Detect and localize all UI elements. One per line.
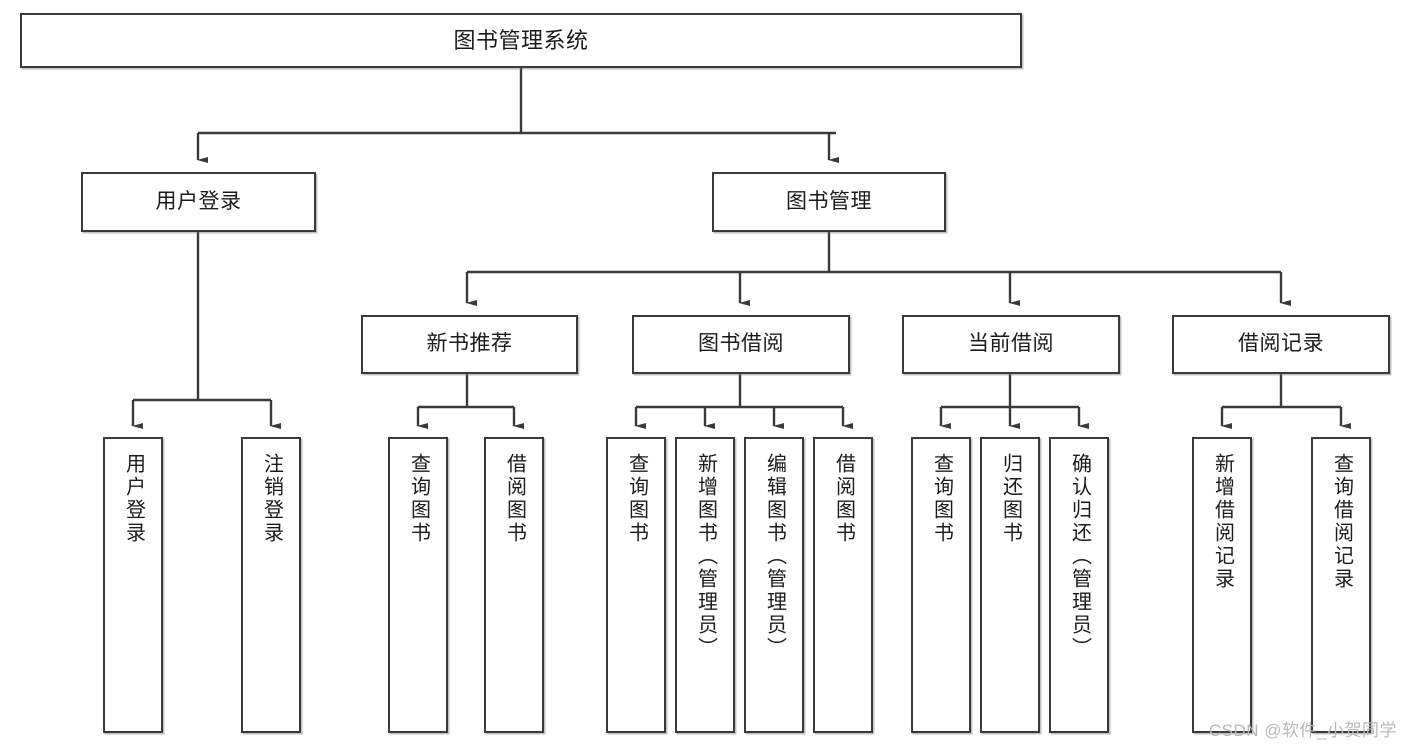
node-leaf-edit-book-label: 编辑图书（管理员） <box>763 453 786 660</box>
node-leaf-borrow-book-1-label: 借阅图书 <box>503 453 526 545</box>
watermark: CSDN @软件_小贺同学 <box>1208 721 1397 740</box>
node-leaf-confirm-return-label: 确认归还（管理员） <box>1068 453 1091 660</box>
node-leaf-query-record-label: 查询借阅记录 <box>1330 453 1353 591</box>
node-leaf-query-book-2[interactable]: 查询图书 <box>606 437 666 733</box>
node-book-manage-label: 图书管理 <box>786 189 872 213</box>
node-current-borrow[interactable]: 当前借阅 <box>902 315 1120 374</box>
node-book-borrow[interactable]: 图书借阅 <box>632 315 850 374</box>
node-borrow-record-label: 借阅记录 <box>1238 332 1324 356</box>
node-current-borrow-label: 当前借阅 <box>968 332 1054 356</box>
node-leaf-add-book[interactable]: 新增图书（管理员） <box>675 437 735 733</box>
node-leaf-add-record-label: 新增借阅记录 <box>1211 453 1234 591</box>
node-leaf-confirm-return[interactable]: 确认归还（管理员） <box>1049 437 1109 733</box>
node-leaf-edit-book[interactable]: 编辑图书（管理员） <box>744 437 804 733</box>
node-leaf-return-book-label: 归还图书 <box>999 453 1022 545</box>
node-leaf-borrow-book-2[interactable]: 借阅图书 <box>813 437 873 733</box>
node-leaf-borrow-book-1[interactable]: 借阅图书 <box>484 437 544 733</box>
node-book-borrow-label: 图书借阅 <box>698 332 784 356</box>
node-book-manage[interactable]: 图书管理 <box>712 172 946 232</box>
node-leaf-add-record[interactable]: 新增借阅记录 <box>1192 437 1252 733</box>
node-user-login-label: 用户登录 <box>155 189 242 213</box>
node-leaf-query-book-3[interactable]: 查询图书 <box>911 437 971 733</box>
node-user-login[interactable]: 用户登录 <box>81 172 316 232</box>
node-new-book-rec-label: 新书推荐 <box>426 332 513 356</box>
node-new-book-rec[interactable]: 新书推荐 <box>361 315 578 374</box>
node-leaf-query-book-2-label: 查询图书 <box>625 453 648 545</box>
node-root-label: 图书管理系统 <box>453 27 589 53</box>
node-leaf-return-book[interactable]: 归还图书 <box>980 437 1040 733</box>
node-leaf-query-book-3-label: 查询图书 <box>930 453 953 545</box>
node-leaf-add-book-label: 新增图书（管理员） <box>694 453 717 660</box>
node-leaf-query-record[interactable]: 查询借阅记录 <box>1311 437 1371 733</box>
node-leaf-logout-login-label: 注销登录 <box>260 453 283 545</box>
node-leaf-query-book-1-label: 查询图书 <box>407 453 430 545</box>
node-leaf-user-login[interactable]: 用户登录 <box>103 437 163 733</box>
node-leaf-logout-login[interactable]: 注销登录 <box>241 437 301 733</box>
node-leaf-query-book-1[interactable]: 查询图书 <box>388 437 448 733</box>
node-borrow-record[interactable]: 借阅记录 <box>1172 315 1390 374</box>
node-leaf-borrow-book-2-label: 借阅图书 <box>832 453 855 545</box>
node-root[interactable]: 图书管理系统 <box>20 13 1022 68</box>
node-leaf-user-login-label: 用户登录 <box>122 453 145 545</box>
